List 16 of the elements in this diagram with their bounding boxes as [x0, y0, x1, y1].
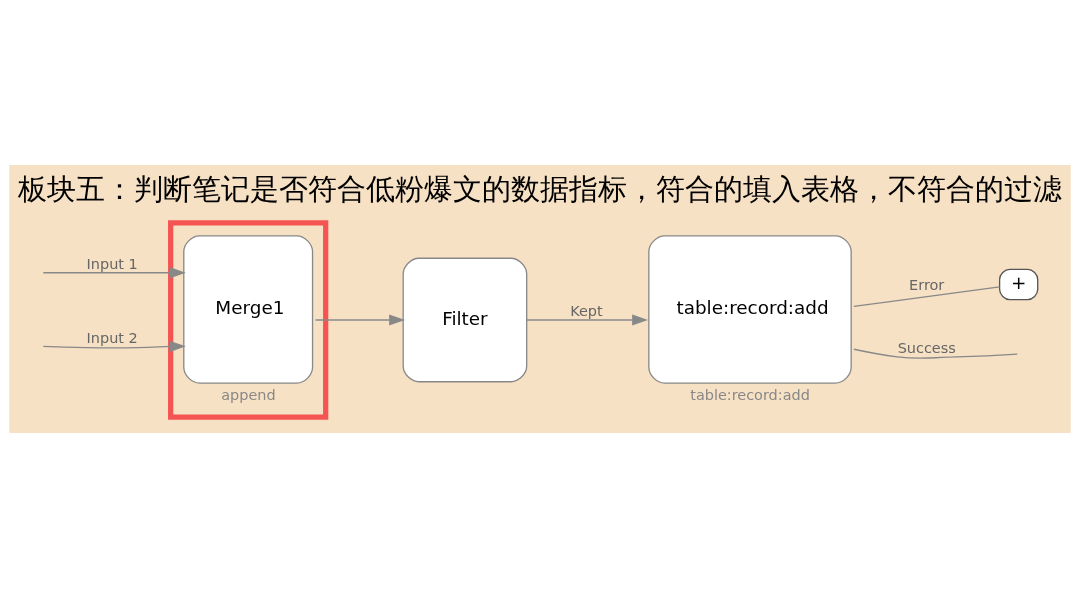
arrow: [42, 340, 186, 352]
arrow: [526, 314, 648, 326]
node-box: Filter: [402, 257, 528, 382]
edge-label: Error: [909, 276, 945, 293]
edge-label: Success: [897, 339, 956, 356]
edge-label: Kept: [570, 302, 603, 319]
diagram-title: 板块五：判断笔记是否符合低粉爆文的数据指标，符合的填入表格，不符合的过滤: [18, 171, 1062, 206]
node-label: table:record:add: [690, 386, 810, 403]
node-label: append: [221, 386, 276, 403]
node-box: +: [998, 268, 1039, 300]
arrow: [42, 266, 186, 278]
arrow: [314, 314, 405, 326]
connector: [853, 348, 1018, 359]
edge-label: Input 2: [86, 329, 138, 346]
connector: [853, 285, 1001, 307]
edge-label: Input 1: [86, 255, 138, 272]
